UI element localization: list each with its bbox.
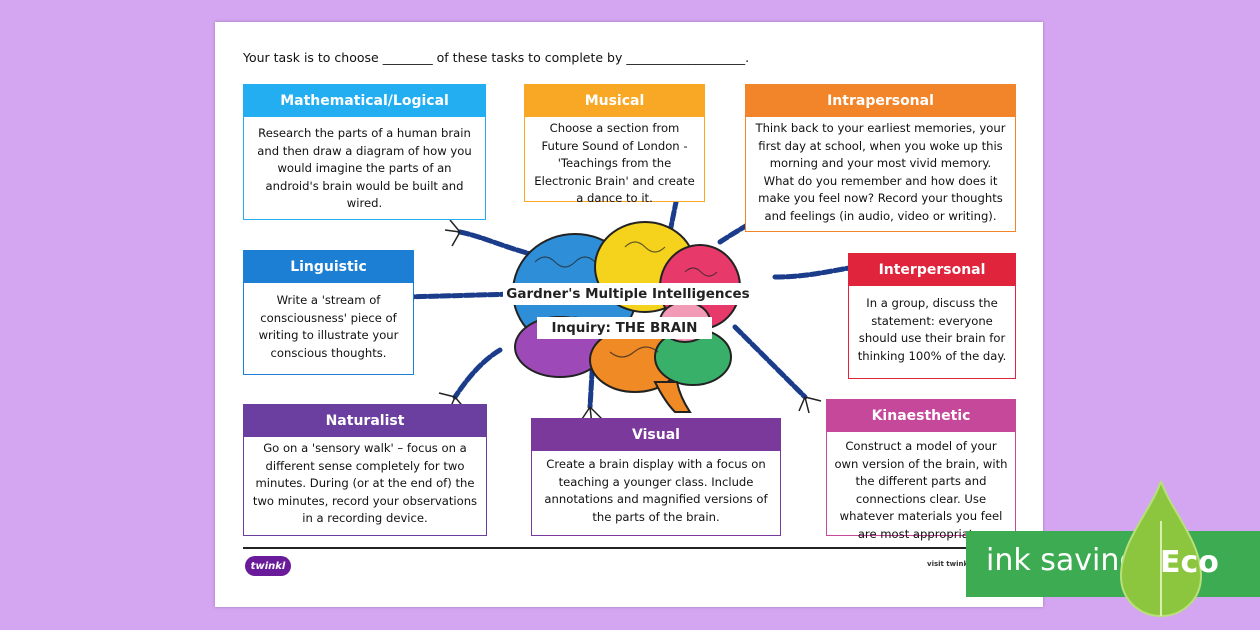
mathematical-logical-card: Mathematical/Logical Research the parts …: [243, 84, 486, 220]
card-header: Linguistic: [244, 251, 413, 283]
worksheet-page: Your task is to choose ________ of these…: [215, 22, 1043, 607]
footer-divider: [243, 547, 1015, 549]
musical-card: Musical Choose a section from Future Sou…: [524, 84, 705, 205]
eco-label: Eco: [1160, 545, 1219, 580]
card-header: Interpersonal: [849, 254, 1015, 286]
card-body: Construct a model of your own version of…: [834, 439, 1008, 541]
center-title: Gardner's Multiple Intelligences: [503, 283, 753, 305]
kinaesthetic-card: Kinaesthetic Construct a model of your o…: [826, 399, 1016, 541]
visit-link-text: visit twinkl.c: [927, 560, 978, 568]
card-body: Choose a section from Future Sound of Lo…: [534, 121, 695, 205]
card-body: Go on a 'sensory walk' – focus on a diff…: [252, 441, 478, 525]
naturalist-card: Naturalist Go on a 'sensory walk' – focu…: [243, 404, 487, 536]
ink-saving-label: ink saving: [986, 543, 1139, 578]
eco-ink-saving-badge: ink saving Eco: [966, 481, 1260, 618]
card-header: Visual: [532, 419, 780, 451]
linguistic-card: Linguistic Write a 'stream of consciousn…: [243, 250, 414, 375]
center-subtitle: Inquiry: THE BRAIN: [537, 317, 712, 339]
card-header: Naturalist: [244, 405, 486, 437]
task-instruction: Your task is to choose ________ of these…: [243, 50, 750, 65]
card-header: Musical: [525, 85, 704, 117]
card-body: Create a brain display with a focus on t…: [544, 457, 768, 524]
card-body: Research the parts of a human brain and …: [257, 126, 472, 210]
intrapersonal-card: Intrapersonal Think back to your earlies…: [745, 84, 1016, 232]
card-header: Kinaesthetic: [827, 400, 1015, 432]
interpersonal-card: Interpersonal In a group, discuss the st…: [848, 253, 1016, 379]
leaf-drop-icon: [1119, 481, 1203, 618]
card-header: Mathematical/Logical: [244, 85, 485, 117]
card-header: Intrapersonal: [746, 85, 1015, 117]
card-body: Think back to your earliest memories, yo…: [755, 121, 1006, 223]
card-body: In a group, discuss the statement: every…: [857, 296, 1007, 363]
twinkl-logo: twinkl: [245, 556, 291, 576]
visual-card: Visual Create a brain display with a foc…: [531, 418, 781, 536]
card-body: Write a 'stream of consciousness' piece …: [258, 293, 399, 360]
